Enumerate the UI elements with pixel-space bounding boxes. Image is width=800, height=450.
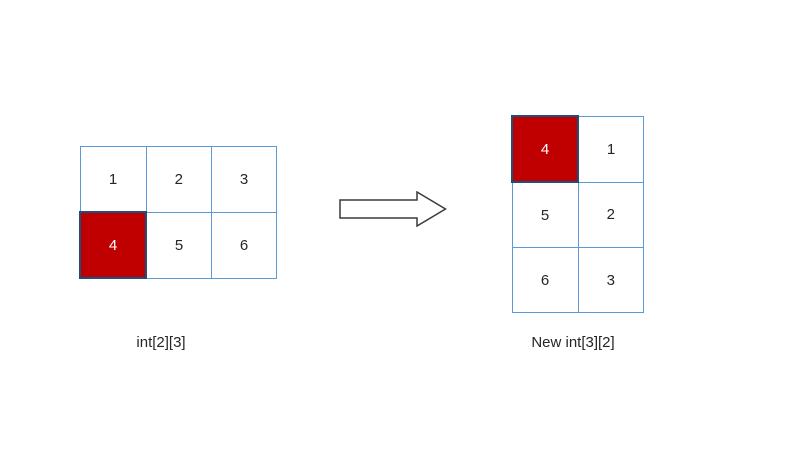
result-matrix-label: New int[3][2] bbox=[531, 334, 615, 351]
result-matrix-grid: 4 1 5 2 6 3 bbox=[511, 115, 644, 313]
grid-cell: 1 bbox=[577, 115, 644, 183]
grid-cell: 5 bbox=[511, 181, 579, 248]
grid-cell: 3 bbox=[577, 247, 644, 313]
source-matrix-grid: 1 2 3 4 5 6 bbox=[79, 146, 277, 279]
table-row: 4 1 bbox=[511, 115, 644, 183]
right-arrow-icon bbox=[339, 191, 447, 227]
grid-cell: 5 bbox=[145, 211, 212, 279]
table-row: 6 3 bbox=[511, 247, 644, 313]
grid-cell: 1 bbox=[79, 146, 147, 213]
highlighted-grid-cell: 4 bbox=[79, 211, 147, 279]
table-row: 1 2 3 bbox=[79, 146, 277, 213]
highlighted-grid-cell: 4 bbox=[511, 115, 579, 183]
grid-cell: 6 bbox=[511, 247, 579, 313]
grid-cell: 6 bbox=[211, 211, 277, 279]
grid-cell: 2 bbox=[145, 146, 212, 213]
table-row: 5 2 bbox=[511, 181, 644, 248]
source-matrix-label: int[2][3] bbox=[136, 334, 186, 351]
grid-cell: 2 bbox=[577, 181, 644, 248]
table-row: 4 5 6 bbox=[79, 211, 277, 279]
grid-cell: 3 bbox=[211, 146, 277, 213]
